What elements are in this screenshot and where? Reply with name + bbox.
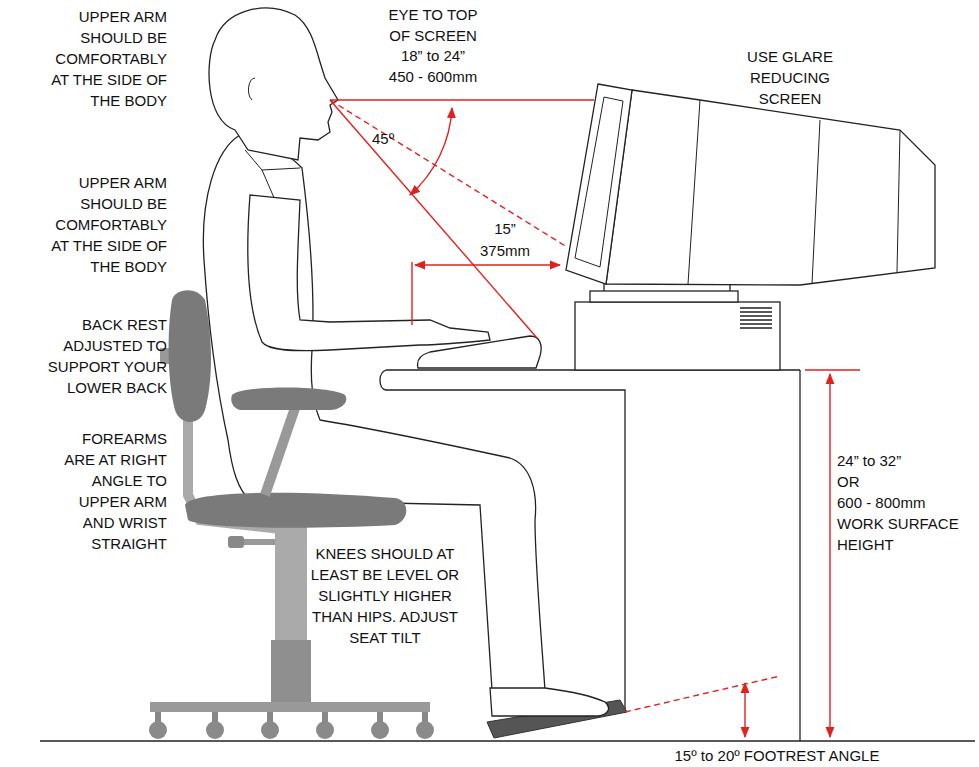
chair-lever-knob (228, 536, 244, 548)
angle-arc (410, 108, 452, 195)
monitor-edge (688, 100, 900, 284)
annotation-label: 450 - 600mm (373, 66, 493, 87)
desk-side (799, 370, 800, 741)
dimension-arrow (744, 683, 745, 737)
dimension-arrow (829, 374, 830, 737)
case-vent (740, 308, 772, 328)
sight-line (330, 99, 594, 100)
chair-casters (149, 721, 434, 739)
caster (416, 721, 434, 739)
monitor-pedestal (590, 291, 738, 302)
caster (261, 721, 279, 739)
armrest-support (265, 408, 295, 495)
person-head (209, 8, 338, 160)
annotation-label: BACK REST ADJUSTED TO SUPPORT YOUR LOWER… (40, 314, 167, 398)
annotation-label: FOREARMS ARE AT RIGHT ANGLE TO UPPER ARM… (55, 428, 167, 554)
sight-line (330, 100, 537, 338)
annotation-label: UPPER ARM SHOULD BE COMFORTABLY AT THE S… (51, 6, 167, 111)
person-body (203, 135, 545, 690)
annotation-label: OR (837, 471, 967, 492)
chair-base (150, 702, 430, 712)
caster (149, 721, 167, 739)
caster (371, 721, 389, 739)
person-shoe (490, 688, 609, 716)
caster-stem (158, 712, 425, 722)
floor-line (40, 740, 975, 742)
annotation-label: 24” to 32” (837, 450, 967, 471)
annotation-label: EYE TO TOP OF SCREEN (383, 4, 483, 46)
chair-cylinder (275, 525, 307, 643)
chair-lever (240, 539, 275, 545)
annotation-label: KNEES SHOULD AT LEAST BE LEVEL OR SLIGHT… (309, 543, 462, 648)
computer-case (575, 302, 780, 370)
chair-armrest (231, 388, 346, 411)
chair-seat (185, 493, 406, 528)
annotation-label: USE GLARE REDUCING SCREEN (743, 46, 838, 109)
annotation-label: 600 - 800mm (837, 492, 967, 513)
sight-line-dashed (330, 100, 567, 247)
annotation-label: 15” (465, 218, 545, 239)
dimension-arrow (415, 264, 560, 265)
monitor-body (606, 90, 935, 285)
annotation-label: WORK SURFACE HEIGHT (837, 513, 967, 555)
angle-line-dashed (625, 676, 780, 712)
annotation-label: 15º to 20º FOOTREST ANGLE (647, 745, 907, 766)
monitor-bezel (566, 84, 632, 284)
annotation-label: UPPER ARM SHOULD BE COMFORTABLY AT THE S… (51, 172, 167, 277)
chair-cylinder-base (271, 640, 311, 702)
annotation-label: 375mm (460, 240, 550, 261)
extension-line (411, 262, 412, 325)
person-ear (248, 78, 255, 100)
annotation-label: 18” to 24” (378, 45, 488, 66)
desk-top (380, 370, 800, 712)
caster (206, 721, 224, 739)
chair-backrest (169, 290, 211, 422)
extension-line (805, 369, 860, 370)
caster (316, 721, 334, 739)
monitor-screen (575, 97, 623, 267)
person-arm (248, 195, 490, 351)
annotation-label: 45º (372, 128, 432, 149)
